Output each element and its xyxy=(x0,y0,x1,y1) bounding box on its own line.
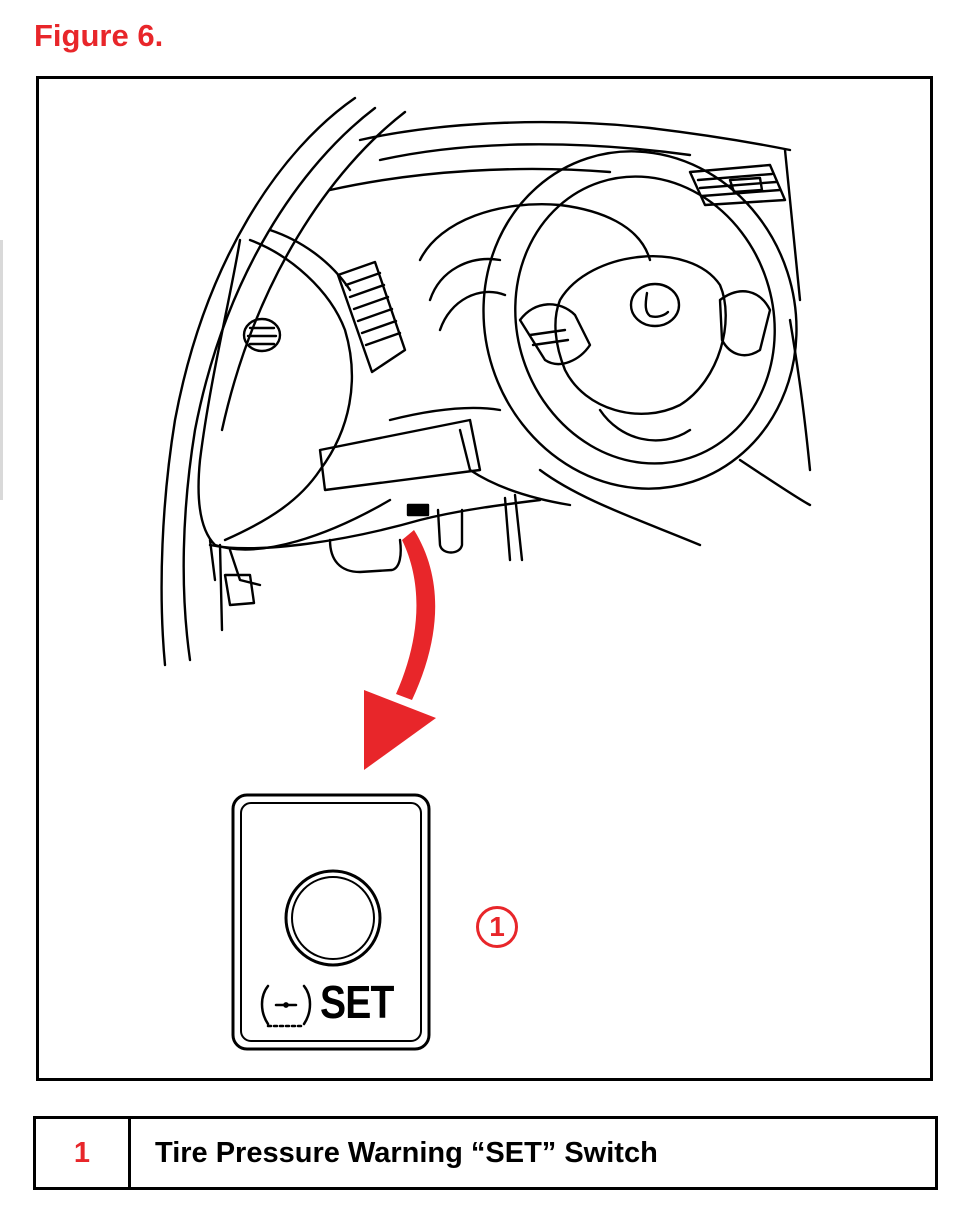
callout-badge: 1 xyxy=(476,906,518,948)
callout-number: 1 xyxy=(489,911,505,942)
switch-location-marker xyxy=(406,503,430,517)
legend-description: Tire Pressure Warning “SET” Switch xyxy=(155,1136,658,1169)
lexus-emblem-icon xyxy=(629,282,681,328)
set-switch xyxy=(231,793,431,1051)
tire-pressure-icon xyxy=(260,984,312,1028)
figure-title: Figure 6. xyxy=(34,18,164,53)
steering-wheel-outer xyxy=(482,150,798,490)
figure-frame xyxy=(36,76,933,1081)
pointer-arrow xyxy=(364,530,436,770)
legend-number-text: 1 xyxy=(73,1136,91,1169)
set-label: SET xyxy=(320,976,394,1028)
switch-button xyxy=(284,869,382,967)
steering-wheel-inner xyxy=(514,175,776,465)
legend-table: 1 Tire Pressure Warning “SET” Switch xyxy=(33,1116,938,1190)
legend-number: 1 xyxy=(36,1119,131,1187)
a-pillar-line xyxy=(160,96,357,667)
page-edge-mark xyxy=(0,240,3,500)
